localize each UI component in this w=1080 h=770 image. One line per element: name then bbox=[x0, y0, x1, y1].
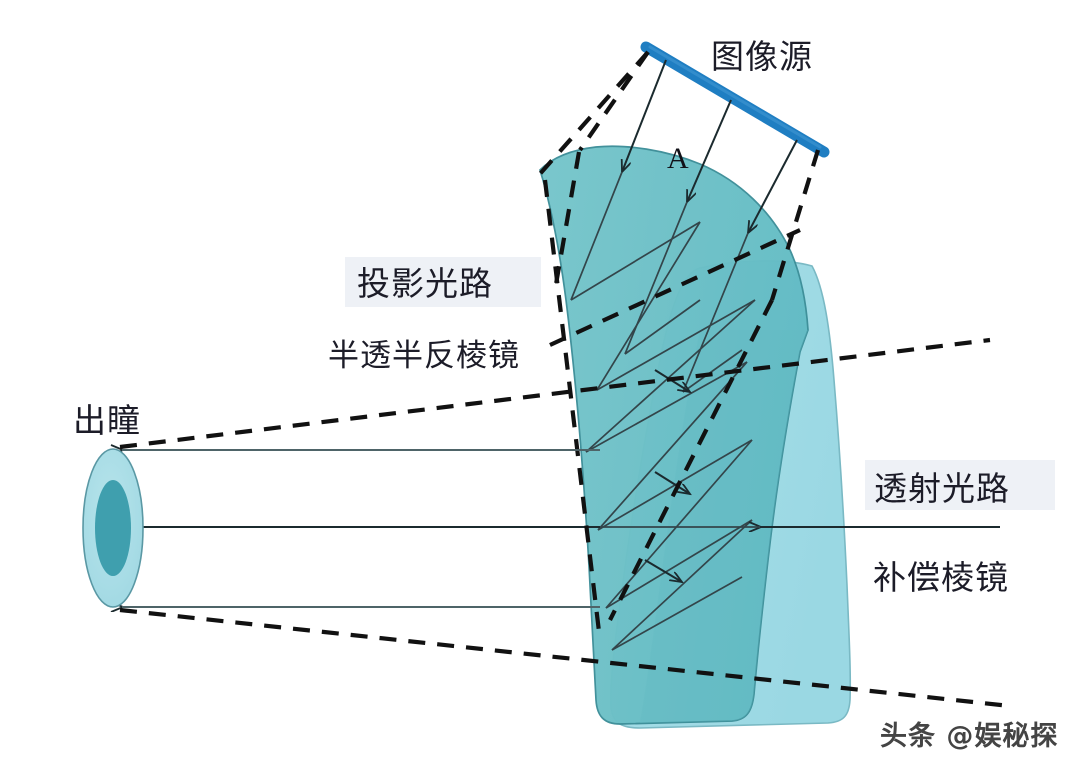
watermark-label: 头条 @娱秘探 bbox=[880, 721, 1058, 752]
internal-facet-6 bbox=[611, 576, 743, 651]
source-cone-left-inner bbox=[578, 50, 650, 152]
internal-leg-4 bbox=[605, 439, 753, 609]
image-source-bar-highlight bbox=[648, 45, 822, 149]
exit-pupil-label: 出瞳 bbox=[73, 401, 141, 440]
beamsplitter-prism-body bbox=[539, 145, 809, 725]
transmission-path-label: 透射光路 bbox=[874, 469, 1010, 508]
projection-path-label-box bbox=[345, 257, 541, 307]
internal-leg-3 bbox=[597, 361, 748, 531]
surface-mark-a-label: A bbox=[667, 142, 689, 175]
internal-dashed-1 bbox=[552, 151, 582, 291]
internal-facet-1 bbox=[570, 221, 701, 301]
dashed-construction-group bbox=[119, 50, 1011, 709]
internal-dashed-3 bbox=[608, 299, 774, 621]
source-cone-right bbox=[769, 149, 821, 301]
fov-upper-boundary bbox=[119, 337, 991, 450]
internal-leg-5 bbox=[611, 519, 753, 651]
internal-direction-arrow-2 bbox=[654, 471, 690, 494]
projection-ray-3-incident bbox=[748, 139, 798, 233]
internal-leg-2 bbox=[585, 299, 756, 453]
projection-ray-1-incident bbox=[622, 59, 667, 172]
beamsplitter-prism-label: 半透半反棱镜 bbox=[328, 338, 520, 374]
internal-facet-5 bbox=[605, 519, 753, 609]
prism-group bbox=[539, 145, 852, 729]
internal-direction-arrow-3 bbox=[644, 559, 682, 582]
image-source-bar bbox=[640, 41, 830, 158]
internal-leg-1 bbox=[596, 221, 701, 391]
compensation-prism-label: 补偿棱镜 bbox=[873, 558, 1009, 597]
image-source-label: 图像源 bbox=[711, 37, 813, 76]
watermark-group: 头条 @娱秘探 bbox=[880, 721, 1058, 752]
internal-dashed-2 bbox=[542, 179, 603, 641]
internal-leg-7 bbox=[682, 349, 743, 393]
output-rays-group bbox=[122, 450, 600, 607]
internal-facet-2 bbox=[596, 299, 756, 391]
internal-dashed-4 bbox=[549, 228, 801, 347]
projection-path-label: 投影光路 bbox=[357, 264, 493, 303]
internal-facet-3 bbox=[585, 361, 748, 453]
image-source-group bbox=[640, 41, 830, 158]
transmission-path-label-box bbox=[865, 460, 1055, 510]
exit-pupil-inner bbox=[95, 480, 131, 576]
projection-ray-1-internal bbox=[570, 171, 623, 301]
exit-pupil-group bbox=[82, 448, 600, 608]
internal-leg-6 bbox=[624, 299, 701, 355]
projection-ray-2-incident bbox=[687, 99, 732, 202]
labels-group: 图像源 投影光路 半透半反棱镜 出瞳 透射光路 补偿棱镜 A bbox=[73, 37, 1055, 597]
internal-fold-lines-group bbox=[570, 221, 756, 651]
fov-lower-boundary bbox=[119, 607, 1011, 709]
